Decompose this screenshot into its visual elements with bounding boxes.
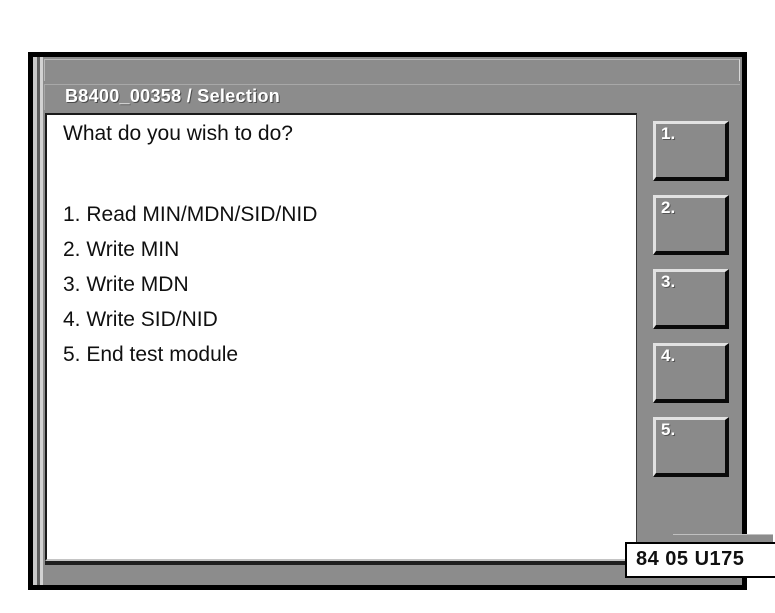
menu-item-1[interactable]: 1. Read MIN/MDN/SID/NID: [63, 203, 318, 226]
left-bevel-highlight-inner: [40, 57, 43, 585]
softkey-button-2[interactable]: 2.: [653, 195, 729, 255]
device-inner-panel: B8400_00358 / Selection What do you wish…: [33, 57, 775, 585]
menu-item-2[interactable]: 2. Write MIN: [63, 238, 180, 261]
top-filler-band: [44, 59, 740, 81]
selection-menu: 1. Read MIN/MDN/SID/NID 2. Write MIN 3. …: [63, 197, 317, 372]
softkey-button-3[interactable]: 3.: [653, 269, 729, 329]
softkey-label-3: 3.: [661, 272, 676, 291]
menu-item-4[interactable]: 4. Write SID/NID: [63, 308, 218, 331]
title-bar: B8400_00358 / Selection: [44, 84, 740, 110]
menu-item-3[interactable]: 3. Write MDN: [63, 273, 189, 296]
content-panel: What do you wish to do? 1. Read MIN/MDN/…: [45, 113, 637, 561]
prompt-label: What do you wish to do?: [63, 122, 293, 145]
softkey-button-4[interactable]: 4.: [653, 343, 729, 403]
softkey-column: 1. 2. 3. 4. 5.: [645, 113, 740, 561]
softkey-label-2: 2.: [661, 198, 676, 217]
page-title: B8400_00358 / Selection: [65, 86, 281, 106]
device-frame: B8400_00358 / Selection What do you wish…: [28, 52, 775, 590]
left-bevel-highlight: [33, 57, 37, 585]
softkey-label-4: 4.: [661, 346, 676, 365]
left-bevel-shadow: [37, 57, 40, 585]
softkey-label-5: 5.: [661, 420, 676, 439]
status-bar-tab: [673, 534, 773, 544]
menu-item-5[interactable]: 5. End test module: [63, 343, 239, 366]
softkey-button-5[interactable]: 5.: [653, 417, 729, 477]
bottom-shelf-shadow: [45, 561, 637, 565]
softkey-button-1[interactable]: 1.: [653, 121, 729, 181]
status-code: 84 05 U175: [636, 548, 745, 570]
softkey-label-1: 1.: [661, 124, 676, 143]
status-bar: 84 05 U175: [625, 542, 775, 578]
